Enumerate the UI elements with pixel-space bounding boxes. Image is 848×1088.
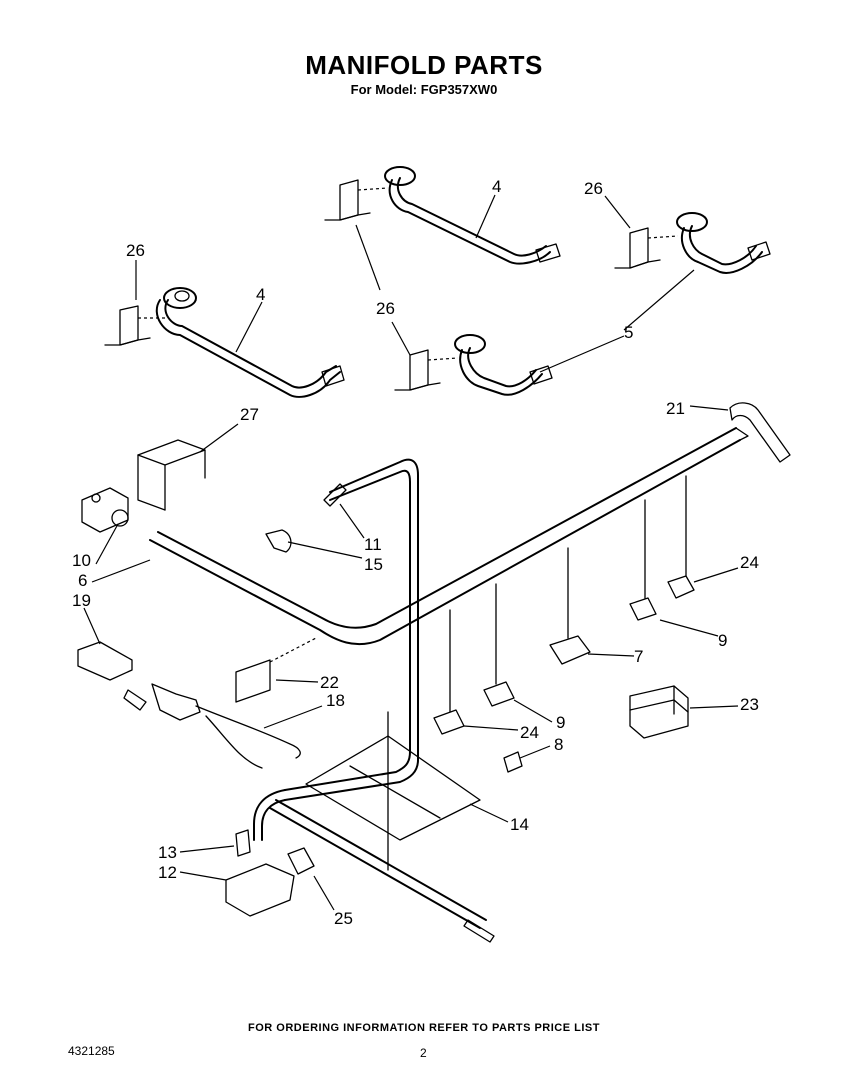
- spark-module-23: [629, 685, 689, 739]
- safety-valve-12: [225, 863, 295, 917]
- valve-24-right: [667, 475, 695, 599]
- callout-26-left: 26: [126, 241, 145, 260]
- valve-7: [549, 547, 591, 665]
- callout-26-middle: 26: [376, 299, 395, 318]
- callout-19: 19: [72, 591, 91, 610]
- callout-22: 22: [320, 673, 339, 692]
- burner-bracket-middle: [394, 349, 459, 391]
- connector-tube-11: [323, 483, 347, 507]
- callout-24-right: 24: [740, 553, 759, 572]
- callout-26-top-right: 26: [584, 179, 603, 198]
- vertical-supply-pipe: [253, 458, 419, 841]
- ordering-note: FOR ORDERING INFORMATION REFER TO PARTS …: [248, 1022, 600, 1034]
- burner-bracket-top-right: [614, 227, 679, 269]
- bracket-22: [235, 637, 317, 703]
- shield-plate-14: [305, 711, 481, 871]
- regulator-valve-10: [81, 487, 129, 533]
- callout-9-right: 9: [718, 631, 727, 650]
- burner-bracket-left: [104, 305, 166, 346]
- callout-15: 15: [364, 555, 383, 574]
- burner-bracket-top-middle: [324, 179, 389, 221]
- page-number: 2: [420, 1046, 427, 1060]
- model-subtitle: For Model: FGP357XW0: [350, 82, 498, 97]
- callout-9-left: 9: [556, 713, 565, 732]
- fitting-13: [235, 829, 251, 857]
- burner-tube-middle: [454, 334, 553, 396]
- bracket-21: [729, 402, 791, 463]
- page-title: MANIFOLD PARTS: [305, 50, 543, 80]
- callout-labels: 4 4 26 26 26 5 21 27 11 15 10 6 24 9 7 1…: [72, 177, 759, 928]
- callout-7: 7: [634, 647, 643, 666]
- callout-8: 8: [554, 735, 563, 754]
- document-number: 4321285: [68, 1044, 115, 1058]
- callout-18: 18: [326, 691, 345, 710]
- valve-24-left: [433, 609, 465, 735]
- valve-9-left: [483, 583, 515, 707]
- burner-tube-top-middle: [384, 166, 561, 265]
- callout-11: 11: [364, 535, 382, 554]
- main-manifold-pipe: [149, 427, 749, 646]
- callout-10: 10: [72, 551, 91, 570]
- leader-lines: [83, 194, 739, 911]
- burner-tube-left: [155, 287, 345, 398]
- callout-27: 27: [240, 405, 259, 424]
- callout-24-left: 24: [520, 723, 539, 742]
- callout-12: 12: [158, 863, 177, 882]
- igniter-bracket-19: [77, 641, 147, 711]
- valve-9-right: [629, 499, 657, 621]
- callout-13: 13: [158, 843, 177, 862]
- callout-4-top: 4: [492, 177, 501, 196]
- callout-21: 21: [666, 399, 685, 418]
- callout-23: 23: [740, 695, 759, 714]
- orifice-8: [503, 751, 523, 773]
- burner-tube-top-right: [676, 212, 771, 274]
- elbow-fitting-15: [265, 529, 292, 553]
- callout-4-left: 4: [256, 285, 265, 304]
- callout-6: 6: [78, 571, 87, 590]
- lower-pipe: [269, 799, 495, 943]
- callout-14: 14: [510, 815, 529, 834]
- callout-25: 25: [334, 909, 353, 928]
- callout-5: 5: [624, 323, 633, 342]
- wire-harness-18: [151, 683, 301, 769]
- connector-25: [287, 847, 315, 875]
- bracket-27: [137, 439, 206, 511]
